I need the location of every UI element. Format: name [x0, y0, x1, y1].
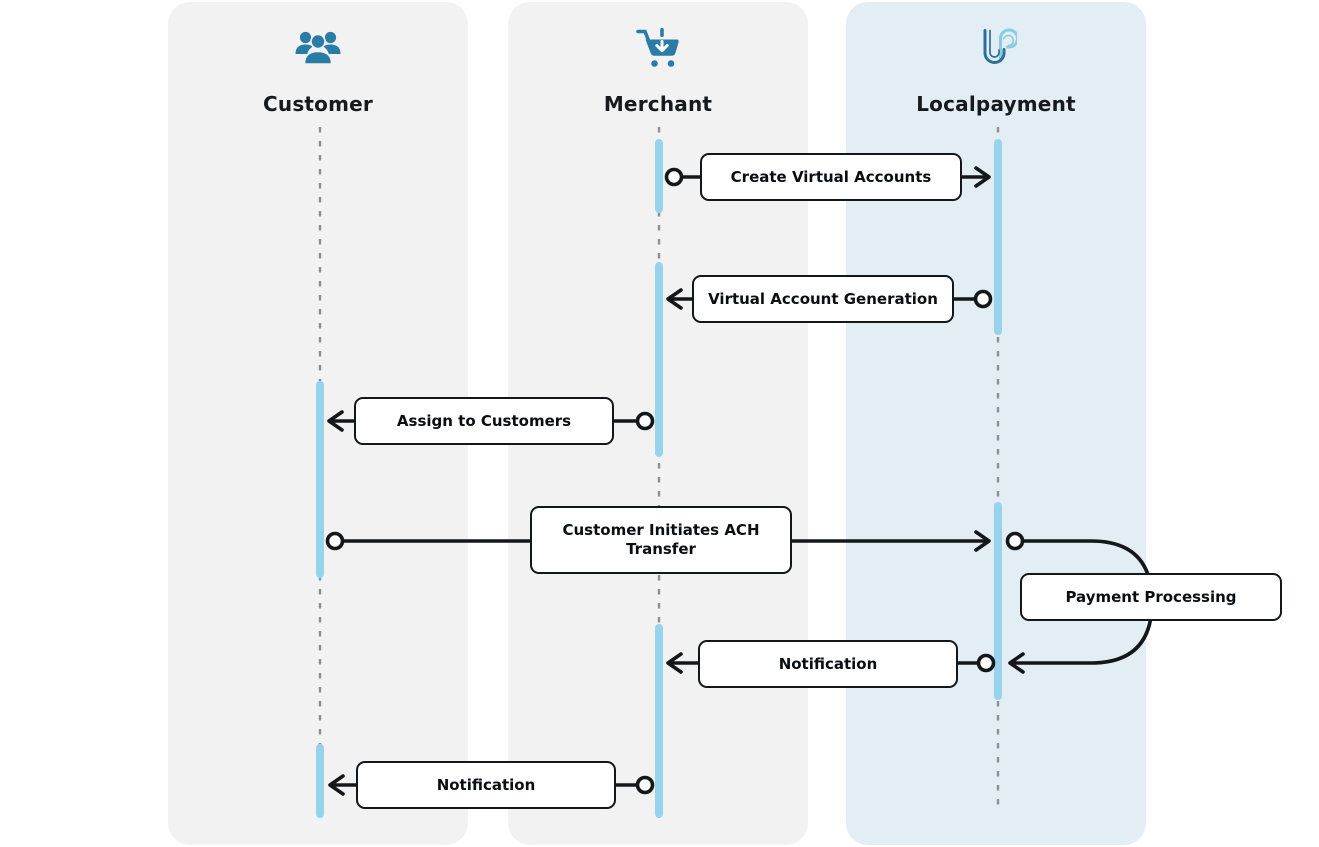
message-label: Payment Processing: [1065, 587, 1237, 606]
msg2-arrowhead-left: [666, 288, 683, 310]
activation-customer-2: [316, 744, 324, 818]
activation-customer-1: [316, 381, 324, 578]
msg7-arrowhead-left: [328, 774, 345, 796]
activation-localpayment-1: [994, 139, 1002, 335]
message-label: Create Virtual Accounts: [730, 167, 932, 186]
users-group-icon: [294, 26, 342, 70]
msg2-origin-circle: [973, 289, 993, 309]
message-label: Notification: [436, 775, 536, 794]
message-box-notification-to-customer: Notification: [356, 761, 616, 809]
msg3-arrowhead-left: [327, 410, 344, 432]
lane-merchant-title: Merchant: [603, 92, 713, 116]
msg6-arrowhead-left: [666, 652, 683, 674]
msg5-origin-circle: [1005, 531, 1025, 551]
message-label: Customer Initiates ACH Transfer: [562, 521, 760, 558]
activation-merchant-3: [655, 624, 663, 818]
lane-merchant-header: Merchant: [508, 2, 808, 116]
message-label: Virtual Account Generation: [708, 289, 938, 308]
localpayment-logo-icon: [975, 26, 1017, 70]
message-box-customer-initiates-ach-transfer: Customer Initiates ACH Transfer: [530, 506, 792, 574]
message-label: Notification: [778, 654, 878, 673]
activation-localpayment-2: [994, 502, 1002, 700]
message-label: Assign to Customers: [396, 411, 572, 430]
message-box-assign-to-customers: Assign to Customers: [354, 397, 614, 445]
msg4-origin-circle: [325, 531, 345, 551]
message-box-create-virtual-accounts: Create Virtual Accounts: [700, 153, 962, 201]
msg6-origin-circle: [976, 653, 996, 673]
msg3-origin-circle: [635, 411, 655, 431]
shopping-cart-download-icon: [634, 26, 682, 70]
lane-customer-header: Customer: [168, 2, 468, 116]
activation-merchant-2: [655, 262, 663, 457]
lane-customer-title: Customer: [263, 92, 373, 116]
msg7-origin-circle: [635, 775, 655, 795]
msg1-arrowhead-right: [974, 166, 991, 188]
lane-localpayment-header: Localpayment: [846, 2, 1146, 116]
message-box-virtual-account-generation: Virtual Account Generation: [692, 275, 954, 323]
msg1-origin-circle: [664, 167, 684, 187]
message-box-payment-processing: Payment Processing: [1020, 573, 1282, 621]
activation-merchant-1: [655, 139, 663, 213]
lane-localpayment-title: Localpayment: [916, 92, 1076, 116]
msg5-arrowhead-left: [1008, 652, 1025, 674]
msg4-arrowhead-right: [974, 530, 991, 552]
message-box-notification-to-merchant: Notification: [698, 640, 958, 688]
